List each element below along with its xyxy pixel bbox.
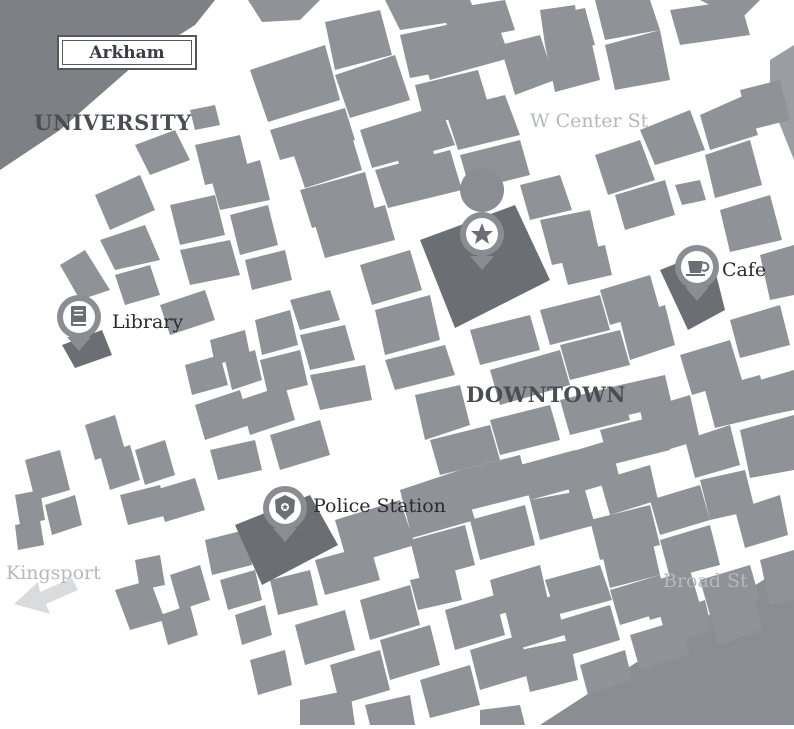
cafe-pin[interactable] bbox=[675, 245, 719, 301]
poi-label-police-station[interactable]: Police Station bbox=[313, 495, 446, 517]
library-pin[interactable] bbox=[57, 295, 101, 351]
library-building bbox=[62, 330, 112, 368]
star-icon bbox=[471, 223, 493, 244]
street-label-broad: Broad St bbox=[663, 570, 748, 592]
poi-label-cafe[interactable]: Cafe bbox=[722, 259, 767, 281]
district-label-university: UNIVERSITY bbox=[34, 110, 192, 135]
street-label-kingsport[interactable]: Kingsport bbox=[6, 562, 101, 584]
police-pin[interactable] bbox=[263, 486, 307, 542]
street-label-w-center: W Center St bbox=[530, 110, 649, 132]
landmark-pin[interactable] bbox=[460, 168, 505, 270]
map-title-box: Arkham bbox=[57, 35, 197, 70]
coffee-cup-icon bbox=[686, 261, 710, 276]
campus-region bbox=[0, 0, 215, 170]
police-badge-icon bbox=[275, 495, 295, 520]
book-icon bbox=[71, 306, 86, 326]
kingsport-direction-arrow[interactable] bbox=[14, 578, 78, 614]
building-blocks bbox=[15, 0, 794, 725]
map-title: Arkham bbox=[62, 40, 192, 65]
district-label-downtown: DOWNTOWN bbox=[466, 382, 626, 407]
poi-label-library[interactable]: Library bbox=[112, 311, 184, 333]
